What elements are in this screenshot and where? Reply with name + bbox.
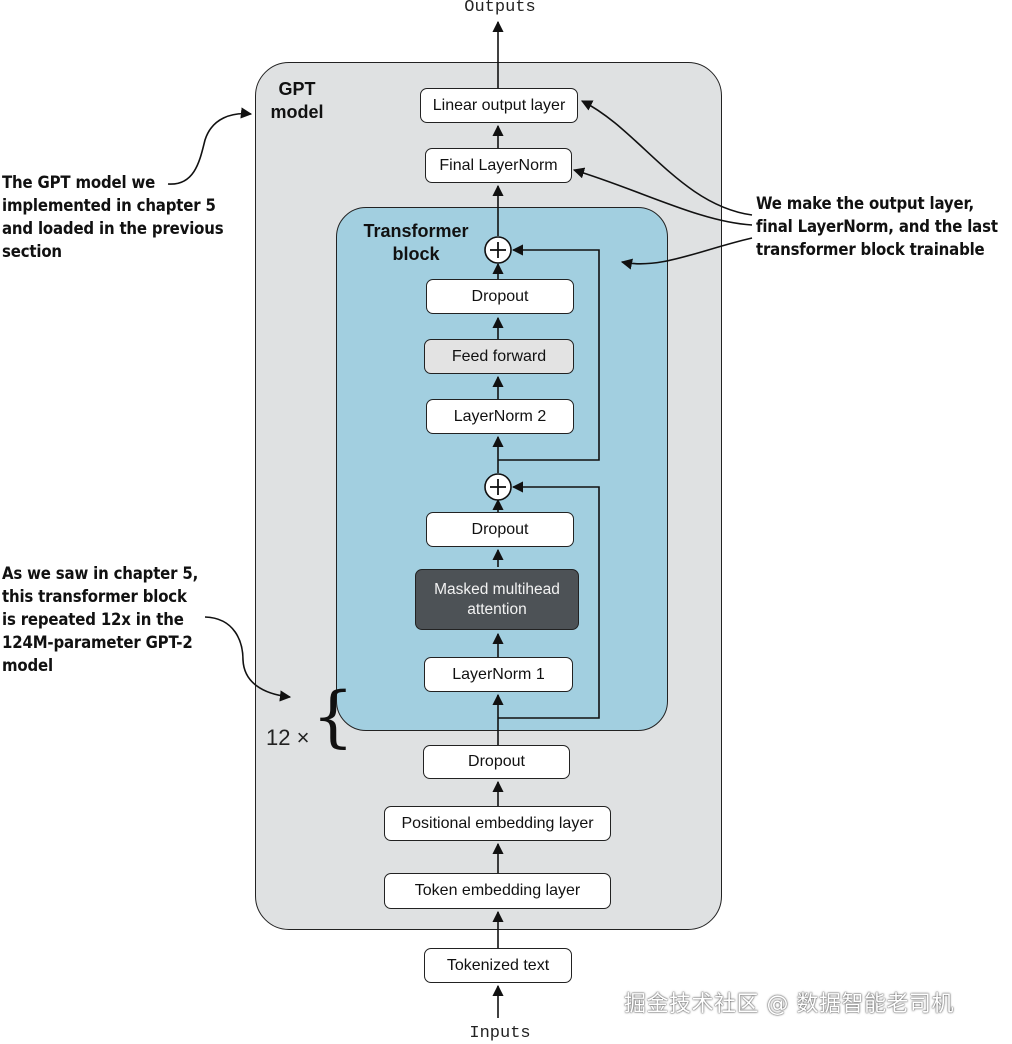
annotation-repeated-block: As we saw in chapter 5, this transformer… xyxy=(2,563,198,678)
dropout-mid-box: Dropout xyxy=(426,512,574,547)
mha-label-line2: attention xyxy=(467,600,527,618)
annotation-line: We make the output layer, xyxy=(756,194,974,214)
repeat-brace-icon: { xyxy=(312,678,354,755)
repeat-count-label: 12 × xyxy=(266,725,310,750)
residual-add-bottom xyxy=(484,473,512,501)
token-embedding-layer-box: Token embedding layer xyxy=(384,873,611,909)
inputs-label: Inputs xyxy=(469,1024,531,1043)
annotation-line: implemented in chapter 5 xyxy=(2,196,216,216)
tb-title-line2: block xyxy=(392,244,440,264)
annotation-line: and loaded in the previous xyxy=(2,219,224,239)
tb-title-line1: Transformer xyxy=(363,221,469,241)
annotation-line: The GPT model we xyxy=(2,173,156,193)
annotation-line: section xyxy=(2,242,62,262)
annotation-line: final LayerNorm, and the last xyxy=(756,217,998,237)
dropout-bottom-box: Dropout xyxy=(423,745,570,779)
outputs-label: Outputs xyxy=(464,0,536,17)
gpt-title-line1: GPT xyxy=(278,79,316,99)
residual-add-top xyxy=(484,236,512,264)
layernorm-1-box: LayerNorm 1 xyxy=(424,657,573,692)
mha-label-line1: Masked multihead xyxy=(434,580,560,598)
annotation-line: As we saw in chapter 5, xyxy=(2,564,199,584)
gpt-title-line2: model xyxy=(270,102,324,122)
tokenized-text-box: Tokenized text xyxy=(424,948,572,983)
annotation-gpt-model: The GPT model we implemented in chapter … xyxy=(2,172,224,264)
feed-forward-box: Feed forward xyxy=(424,339,574,374)
annotation-line: this transformer block xyxy=(2,587,187,607)
annotation-line: 124M-parameter GPT-2 xyxy=(2,633,193,653)
layernorm-2-box: LayerNorm 2 xyxy=(426,399,574,434)
annotation-line: model xyxy=(2,656,53,676)
linear-output-layer-box: Linear output layer xyxy=(420,88,578,123)
final-layernorm-box: Final LayerNorm xyxy=(425,148,572,183)
annotation-line: is repeated 12x in the xyxy=(2,610,184,630)
positional-embedding-layer-box: Positional embedding layer xyxy=(384,806,611,841)
annotation-trainable-layers: We make the output layer, final LayerNor… xyxy=(756,193,998,262)
gpt-model-title: GPT model xyxy=(262,78,332,124)
watermark-text: 掘金技术社区 @ 数据智能老司机 xyxy=(624,992,954,1017)
annotation-line: transformer block trainable xyxy=(756,240,985,260)
dropout-top-box: Dropout xyxy=(426,279,574,314)
masked-multihead-attention-box: Masked multihead attention xyxy=(415,569,579,630)
transformer-block-title: Transformer block xyxy=(352,220,480,266)
